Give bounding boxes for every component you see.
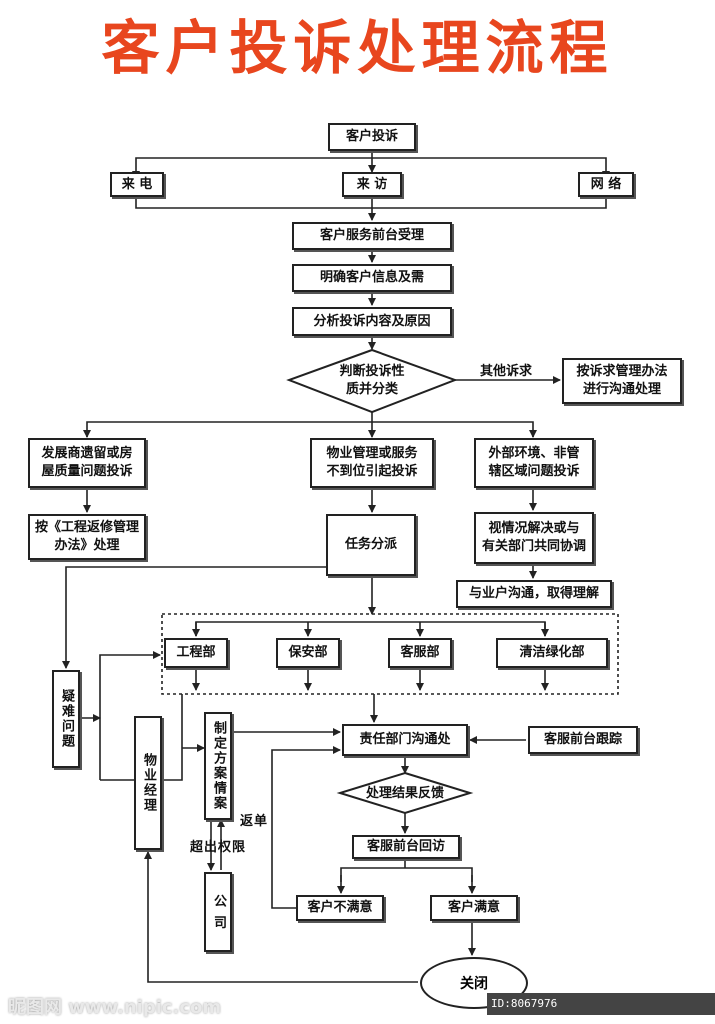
manager-box: 物业经理 <box>134 716 162 850</box>
responsible-dept-box: 责任部门沟通处 <box>342 724 468 756</box>
result-feedback-diamond: 处理结果反馈 <box>365 786 444 801</box>
judge-diamond-shape <box>286 348 458 414</box>
communicate-box: 与业户沟通，取得理解 <box>456 580 612 608</box>
judge-diamond: 判断投诉性 质并分类 <box>339 364 405 397</box>
resolve-box: 视情况解决或与 有关部门共同协调 <box>474 512 594 564</box>
satisfied-box: 客户满意 <box>430 895 518 921</box>
other-demand-label: 其他诉求 <box>480 364 533 379</box>
phone-box: 来 电 <box>110 172 164 197</box>
dept-customer-box: 客服部 <box>388 638 452 668</box>
watermark-left: 昵图网 www.nipic.com <box>8 997 222 1018</box>
exceed-authority-label: 超出权限 <box>190 840 247 855</box>
clarify-info-box: 明确客户信息及需 <box>292 264 452 292</box>
difficult-box: 疑难问题 <box>52 670 80 768</box>
dept-cleaning-box: 清洁绿化部 <box>496 638 608 668</box>
dept-security-box: 保安部 <box>276 638 340 668</box>
task-dispatch-box: 任务分派 <box>326 514 416 576</box>
warranty-box: 按《工程返修管理 办法》处理 <box>28 514 146 560</box>
analyze-box: 分析投诉内容及原因 <box>292 307 452 336</box>
complaint-box: 客户投诉 <box>328 123 416 151</box>
visit-box: 来 访 <box>342 172 402 197</box>
page-title: 客户投诉处理流程 <box>101 14 614 82</box>
dept-engineering-box: 工程部 <box>164 638 228 668</box>
company-box: 公 司 <box>204 872 232 952</box>
other-handle-box: 按诉求管理办法 进行沟通处理 <box>562 358 682 404</box>
plan-box: 制定方案情案 <box>204 712 232 820</box>
cs-track-box: 客服前台跟踪 <box>528 726 638 754</box>
front-desk-box: 客户服务前台受理 <box>292 222 452 250</box>
watermark-right: ID:8067976 NO:20191111170138502082 <box>487 993 715 1024</box>
feedback-diamond-shape <box>336 771 474 815</box>
property-service-box: 物业管理或服务 不到位引起投诉 <box>310 438 434 488</box>
revisit-box: 客服前台回访 <box>352 835 460 859</box>
unsatisfied-box: 客户不满意 <box>296 895 384 921</box>
external-box: 外部环境、非管 辖区域问题投诉 <box>474 438 594 488</box>
dev-problem-box: 发展商遗留或房 屋质量问题投诉 <box>28 438 146 488</box>
return-label: 返单 <box>240 814 269 829</box>
web-box: 网 络 <box>578 172 634 197</box>
